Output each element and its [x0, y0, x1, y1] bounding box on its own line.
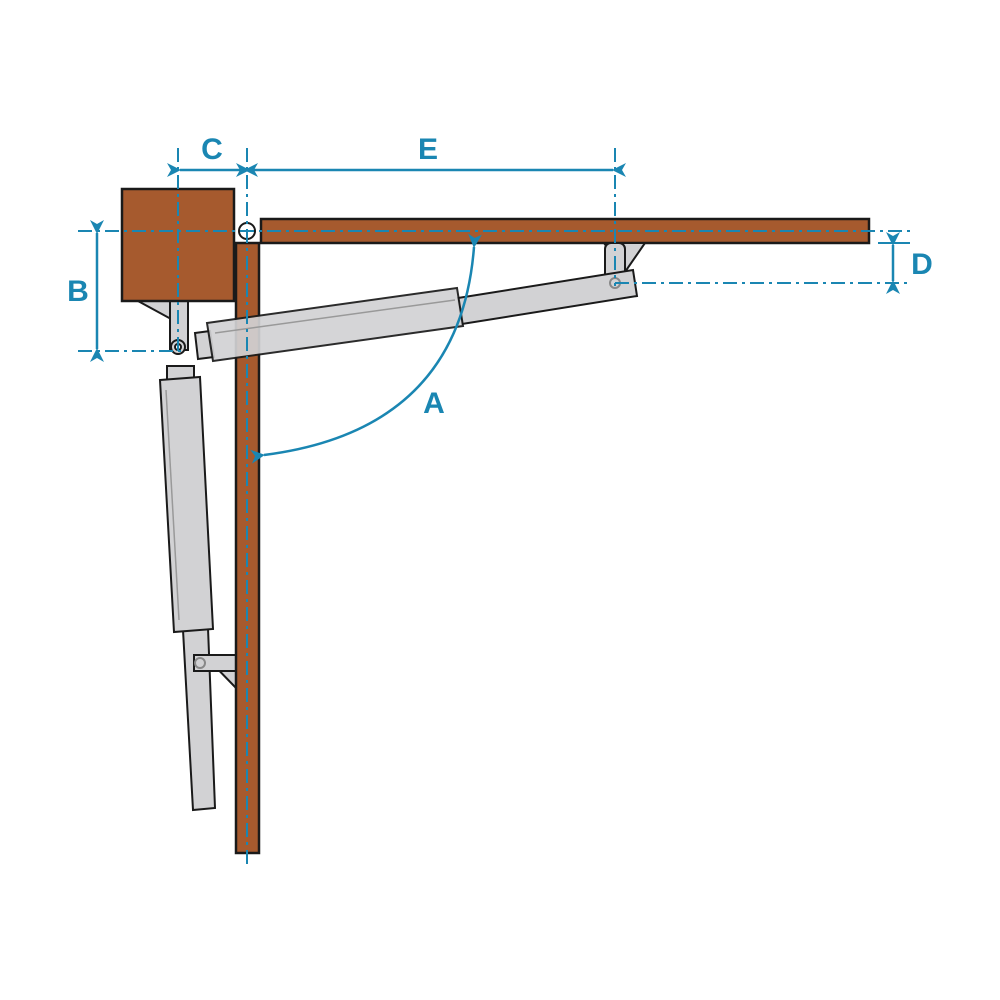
lower-pivot-icon [194, 657, 206, 669]
label-c: C [201, 133, 223, 166]
label-b: B [67, 275, 89, 308]
dimension-a-arc [250, 233, 482, 464]
label-d: D [911, 248, 933, 281]
label-a: A [423, 387, 445, 420]
wall-box [120, 187, 236, 303]
upper-rod [456, 268, 639, 326]
label-e: E [418, 133, 438, 166]
lower-actuator [158, 365, 237, 812]
lower-cylinder [158, 375, 215, 634]
dimension-lines [78, 148, 910, 868]
